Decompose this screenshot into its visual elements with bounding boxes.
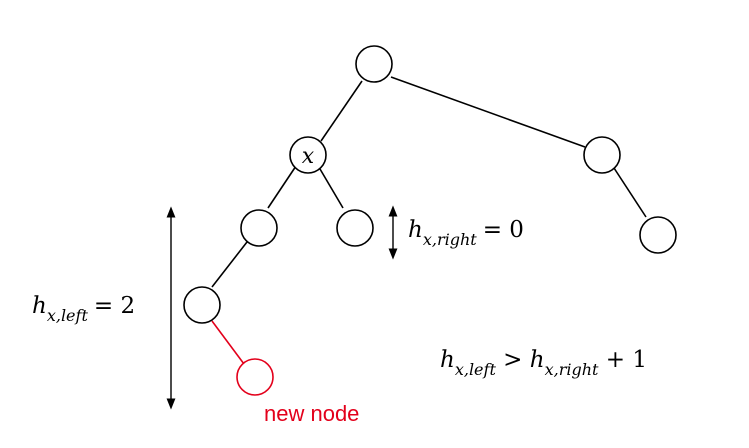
edge-new-node bbox=[211, 320, 245, 365]
node-x bbox=[289, 136, 327, 174]
node-new bbox=[236, 358, 274, 396]
balance-inequality: hx,left > hx,right + 1 bbox=[440, 347, 647, 379]
new-node-label: new node bbox=[264, 401, 359, 426]
edge-right-rightchild bbox=[613, 167, 647, 218]
tree-edges bbox=[211, 76, 647, 288]
node-x-left-left bbox=[183, 286, 221, 324]
node-x-right bbox=[336, 209, 374, 247]
node-root-right bbox=[583, 136, 621, 174]
tree-nodes bbox=[183, 45, 677, 324]
node-x-left bbox=[240, 209, 278, 247]
h-right-label: hx,right= 0 bbox=[408, 217, 524, 249]
edge-root-right bbox=[390, 76, 586, 148]
edge-x-rightchild bbox=[319, 168, 344, 209]
node-x-label: x bbox=[302, 144, 315, 169]
node-right-right bbox=[639, 216, 677, 254]
edge-x-leftchild bbox=[267, 165, 297, 209]
edge-root-x bbox=[320, 80, 363, 142]
h-left-label: hx,left= 2 bbox=[32, 293, 135, 325]
edge-leftchild-grandchild bbox=[211, 241, 248, 288]
node-root bbox=[355, 45, 393, 83]
